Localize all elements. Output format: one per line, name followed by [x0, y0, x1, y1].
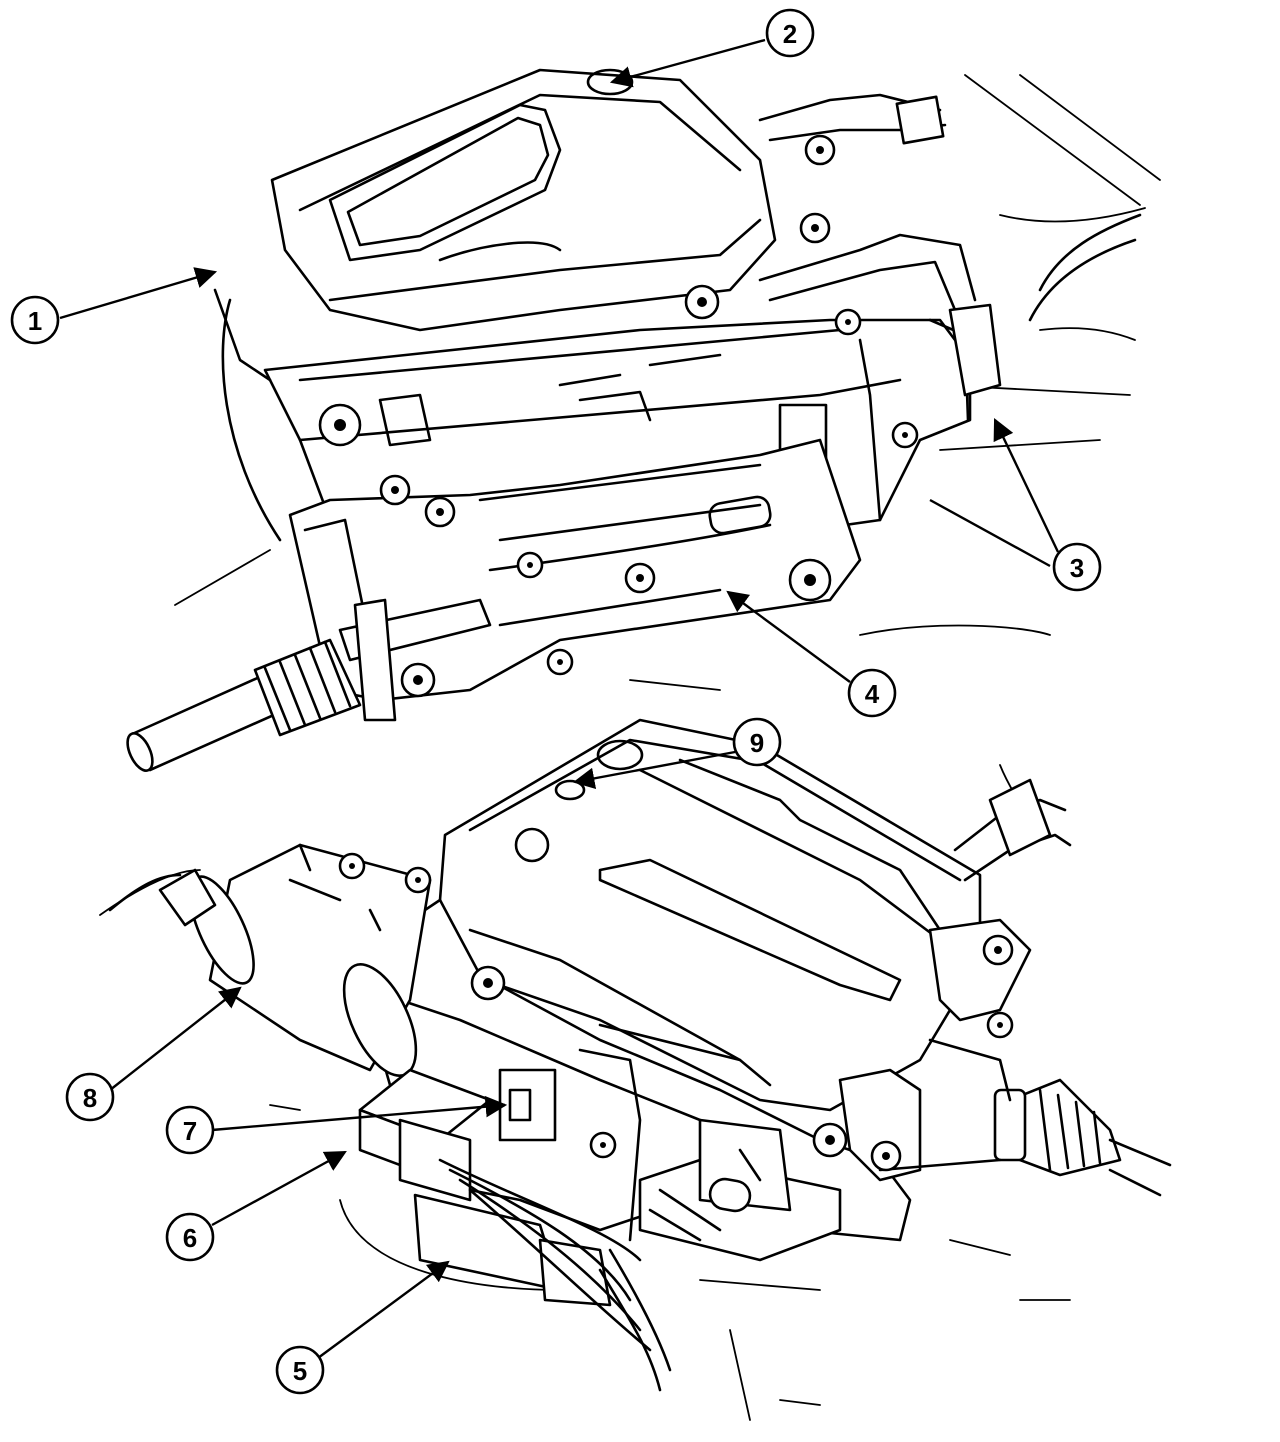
leader-8 [109, 986, 242, 1091]
callouts: 1 2 3 4 5 6 7 8 [10, 8, 1102, 1395]
lower-bolts [338, 852, 1014, 1172]
callout-4-label: 4 [865, 679, 880, 709]
callout-1-label: 1 [28, 306, 42, 336]
callout-5-label: 5 [293, 1356, 307, 1386]
callout-3: 3 [1052, 542, 1102, 592]
callout-8: 8 [65, 1072, 115, 1122]
callout-2: 2 [765, 8, 815, 58]
lower-assembly [99, 718, 1172, 1421]
callout-6: 6 [165, 1212, 215, 1262]
leader-3b [929, 498, 1051, 568]
right-clip [948, 303, 1002, 397]
leader-2 [609, 38, 766, 88]
upper-assembly [126, 68, 1161, 772]
callout-3-label: 3 [1070, 553, 1084, 583]
leader-1 [59, 267, 218, 320]
actuator-motor [108, 843, 432, 1077]
upper-cable-end [895, 95, 945, 145]
callout-7-label: 7 [183, 1116, 197, 1146]
upper-bolts [318, 134, 919, 698]
callout-6-label: 6 [183, 1223, 197, 1253]
leader-4 [726, 590, 851, 683]
lower-gate-slot [598, 858, 902, 1002]
leader-3a [993, 418, 1060, 553]
callout-7: 7 [165, 1105, 215, 1155]
leader-5 [317, 1260, 450, 1359]
lower-cable-boot [993, 1078, 1122, 1177]
electrical-connectors [358, 1068, 672, 1392]
callout-9-label: 9 [750, 728, 764, 758]
upper-cable-boot [253, 638, 362, 737]
callout-5: 5 [275, 1345, 325, 1395]
callout-2-label: 2 [783, 19, 797, 49]
leader-6 [211, 1150, 347, 1227]
leader-9 [572, 750, 736, 790]
leader-7 [211, 1095, 508, 1132]
callout-9: 9 [732, 717, 782, 767]
callout-1: 1 [10, 295, 60, 345]
callout-8-label: 8 [83, 1083, 97, 1113]
switch-module [498, 1068, 557, 1142]
callout-4: 4 [847, 668, 897, 718]
